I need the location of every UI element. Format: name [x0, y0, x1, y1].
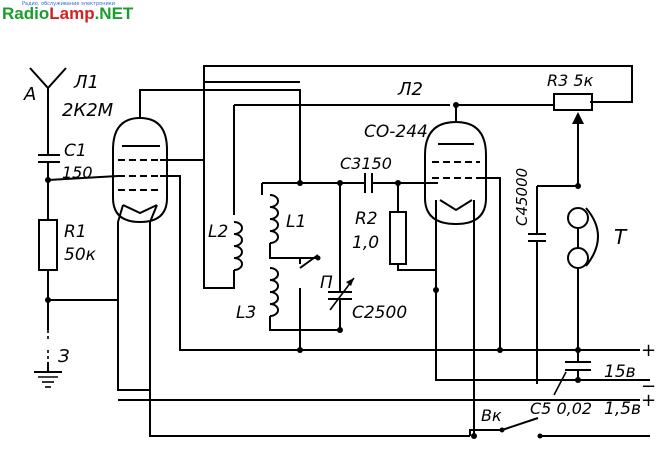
label-tube2-name: Л2	[397, 79, 423, 100]
label-c4: С45000	[513, 168, 531, 226]
label-r1-value: 50к	[64, 245, 97, 265]
tube-l1	[112, 116, 168, 224]
label-r1: R1	[64, 222, 87, 242]
label-r3: R3 5к	[547, 71, 594, 90]
junction-dots	[45, 102, 581, 439]
ground-symbol	[34, 362, 62, 388]
label-tube1-type: 2К2М	[62, 100, 114, 121]
label-switch-p: П	[320, 273, 333, 293]
coil-l3	[269, 267, 340, 331]
capacitor-c1	[38, 154, 60, 213]
logo-lamp: Lamp	[49, 4, 94, 23]
logo-net: .NET	[95, 4, 134, 23]
label-plus-1-5v: +	[641, 390, 656, 411]
label-r2-value: 1,0	[352, 233, 379, 253]
label-tube1-name: Л1	[73, 72, 99, 93]
label-l3: L3	[236, 303, 256, 323]
logo-tagline: Радио, обслуживание электроники	[22, 1, 115, 7]
logo-radio: Radio	[2, 4, 49, 23]
site-logo: Радио, обслуживание электроники RadioLam…	[2, 1, 134, 23]
capacitor-c5	[553, 361, 591, 396]
switch-p	[299, 254, 321, 350]
label-l1: L1	[286, 212, 306, 232]
label-c5: С5 0,02	[530, 399, 592, 418]
coil-l2	[203, 81, 450, 289]
antenna-symbol	[29, 67, 67, 155]
capacitor-c2	[328, 183, 355, 330]
label-phones: Т	[614, 225, 628, 249]
resistor-r2	[389, 211, 407, 265]
label-c1-value: 150	[62, 163, 93, 182]
label-l2: L2	[208, 222, 228, 242]
switch-vk	[499, 417, 650, 439]
label-ground: З	[58, 346, 70, 367]
label-minus-15v: −	[641, 376, 656, 397]
headphones-t	[567, 207, 599, 362]
label-c1: С1	[64, 141, 87, 161]
label-switch-vk: Вк	[481, 406, 502, 425]
label-antenna: А	[23, 84, 36, 105]
label-plus-15v: +	[641, 340, 656, 361]
label-c3: С3150	[340, 154, 392, 173]
capacitor-c3	[340, 173, 438, 193]
label-tube2-type: СО-244	[364, 122, 428, 142]
label-c2: С2500	[352, 303, 407, 323]
label-15v: 15в	[604, 362, 636, 382]
svg-text:RadioLamp.NET: RadioLamp.NET	[2, 4, 134, 23]
tube-l2	[424, 120, 487, 226]
resistor-r1	[38, 219, 58, 271]
label-r2: R2	[355, 209, 378, 229]
label-1-5v: 1,5в	[604, 399, 641, 419]
capacitor-c4	[528, 185, 578, 384]
potentiometer-r3	[553, 93, 593, 185]
